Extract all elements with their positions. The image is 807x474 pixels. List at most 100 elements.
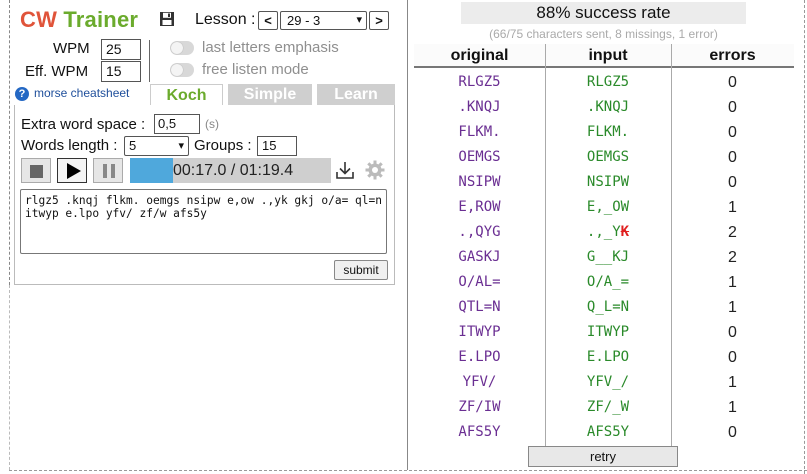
input-cell: ITWYP [545,320,671,345]
table-row: OEMGS OEMGS 0 [414,145,794,170]
input-cell: E.LPO [545,345,671,370]
lesson-prev-button[interactable]: < [258,11,278,30]
playback-progress-bar[interactable]: 00:17.0 / 01:19.4 [130,158,331,183]
errors-cell: 0 [728,349,737,366]
errors-cell: 0 [728,124,737,141]
input-cell: E,_OW [545,195,671,220]
success-rate: 88% success rate [461,2,746,24]
input-cell: .KNQJ [545,95,671,120]
input-text: O/A_= [586,274,630,290]
free-listen-toggle[interactable] [170,63,194,77]
input-text: E.LPO [586,349,630,365]
answer-textarea[interactable]: rlgz5 .knqj flkm. oemgs nsipw e,ow .,yk … [20,189,387,254]
original-cell: .,QYG [458,224,501,240]
stop-button[interactable] [21,158,51,183]
last-letters-toggle[interactable] [170,41,194,55]
errors-cell: 2 [728,249,737,266]
input-cell: G__KJ [545,245,671,270]
tab-simple[interactable]: Simple [228,84,312,105]
lesson-next-button[interactable]: > [369,11,389,30]
chevron-down-icon: ▾ [356,14,362,26]
input-cell: O/A_= [545,270,671,295]
settings-separator [149,40,150,82]
errors-cell: 0 [728,149,737,166]
errors-cell: 1 [728,274,737,291]
errors-cell: 0 [728,174,737,191]
table-row: GASKJ G__KJ 2 [414,245,794,270]
input-cell: YFV_/ [545,370,671,395]
original-cell: FLKM. [458,124,501,140]
chevron-down-icon: ▾ [178,140,184,152]
original-cell: AFS5Y [458,424,501,440]
original-cell: RLGZ5 [458,74,501,90]
save-icon[interactable] [159,11,175,27]
errors-cell: 2 [728,224,737,241]
input-text: NSIPW [586,174,630,190]
input-text: G__KJ [586,249,630,265]
extra-word-space-label: Extra word space : [21,116,146,133]
input-text: .,_Y [586,224,621,240]
app-title-trainer: Trainer [63,7,139,32]
errors-cell: 0 [728,324,737,341]
submit-button[interactable]: submit [334,260,388,280]
groups-input[interactable]: 15 [257,136,297,156]
eff-wpm-input[interactable]: 15 [101,61,141,82]
download-icon[interactable] [334,159,356,181]
words-length-select[interactable]: 5 ▾ [124,136,189,156]
original-cell: ITWYP [458,324,501,340]
errors-cell: 1 [728,399,737,416]
tab-learn[interactable]: Learn [317,84,395,105]
input-text: FLKM. [586,124,630,140]
input-cell: OEMGS [545,145,671,170]
tab-koch[interactable]: Koch [150,84,223,105]
pause-button[interactable] [93,158,123,183]
playback-progress-fill [130,158,173,183]
gear-icon[interactable] [364,159,386,181]
input-text: OEMGS [586,149,630,165]
koch-panel [14,105,395,285]
original-cell: GASKJ [458,249,501,265]
play-icon [67,163,81,179]
stop-icon [30,165,43,178]
words-length-value: 5 [129,138,137,153]
original-cell: YFV/ [462,374,497,390]
frame-left-border [9,0,10,285]
input-error-char: K [620,224,630,240]
input-cell: .,_YK [545,220,671,245]
results-summary: (66/75 characters sent, 8 missings, 1 er… [489,27,718,41]
errors-cell: 0 [728,99,737,116]
errors-cell: 1 [728,299,737,316]
words-length-label: Words length : [21,137,118,154]
input-text: ITWYP [586,324,630,340]
table-row: RLGZ5 RLGZ5 0 [414,70,794,95]
column-separator [671,44,672,446]
input-text: RLGZ5 [586,74,630,90]
header-input: input [545,44,671,68]
header-original: original [414,44,545,68]
input-cell: FLKM. [545,120,671,145]
pause-icon [103,164,115,178]
original-cell: OEMGS [458,149,501,165]
retry-button[interactable]: retry [528,446,678,467]
morse-cheatsheet-link[interactable]: morse cheatsheet [34,86,130,100]
help-icon[interactable]: ? [15,87,29,101]
playback-time: 00:17.0 / 01:19.4 [173,162,294,179]
original-cell: ZF/IW [458,399,501,415]
wpm-label: WPM [53,40,90,57]
wpm-input[interactable]: 25 [101,39,141,60]
extra-word-space-unit: (s) [205,117,219,131]
app-title: CW Trainer [20,7,138,33]
play-button[interactable] [57,158,87,183]
eff-wpm-label: Eff. WPM [25,63,89,80]
input-cell: Q_L=N [545,295,671,320]
input-cell: ZF/_W [545,395,671,420]
groups-label: Groups : [194,137,252,154]
extra-word-space-input[interactable]: 0,5 [154,114,200,134]
lesson-select[interactable]: 29 - 3 ▾ [280,11,367,30]
input-cell: NSIPW [545,170,671,195]
errors-cell: 0 [728,74,737,91]
